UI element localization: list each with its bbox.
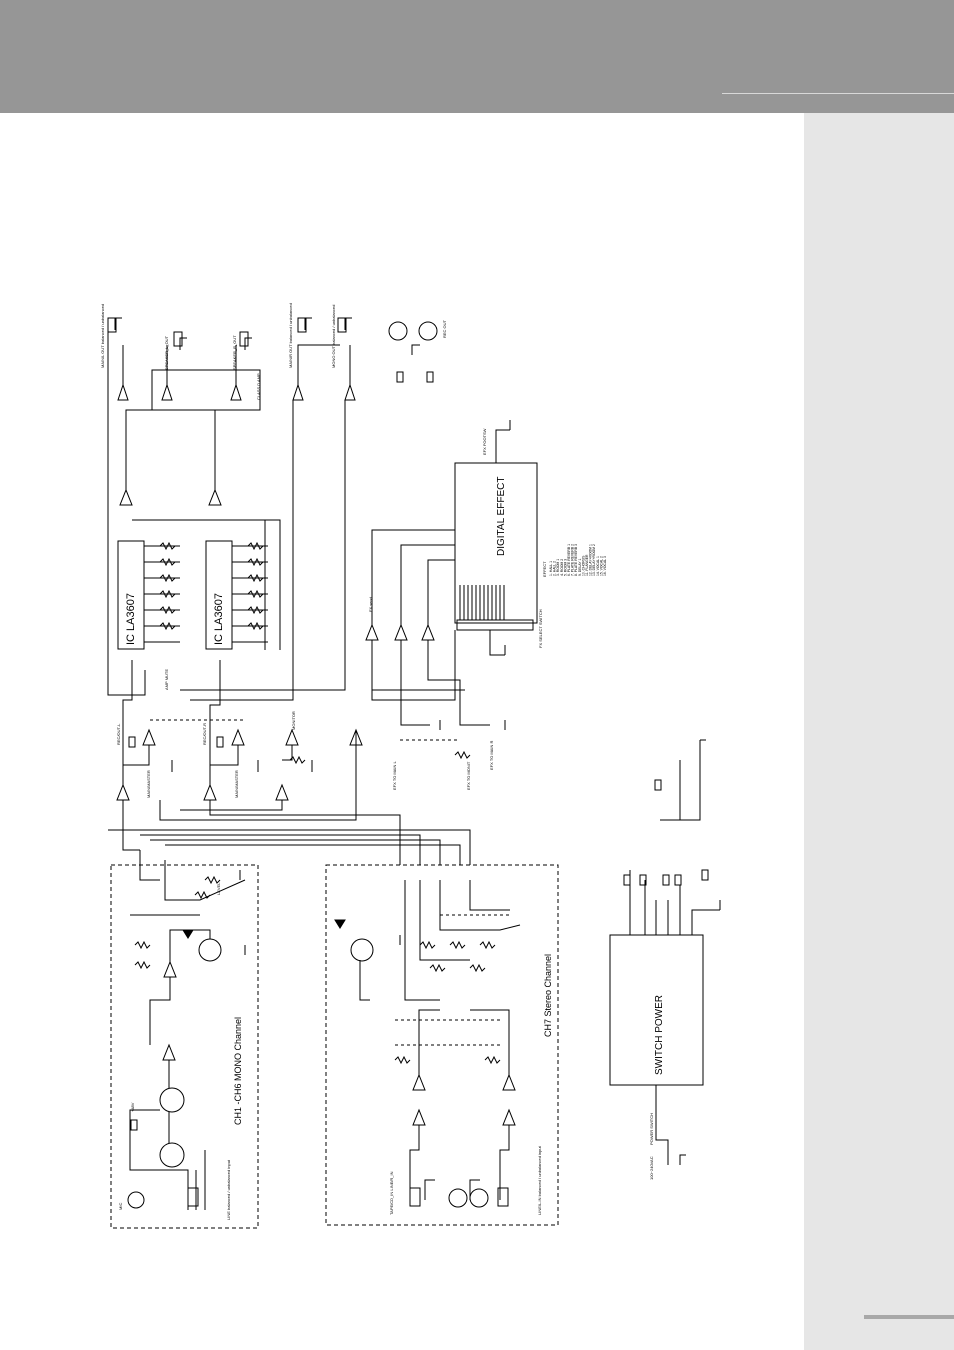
efx-main-r-label: EFX TO MAIN R bbox=[489, 740, 494, 770]
effect-list-item: 16. VOCAL 3 bbox=[603, 556, 607, 576]
mic-label: MIC bbox=[118, 1203, 123, 1210]
fx-select-label: FX SELECT SWITCH bbox=[538, 609, 543, 648]
led-diodes bbox=[182, 919, 346, 939]
page-marker bbox=[864, 1315, 954, 1319]
jack-connectors bbox=[107, 317, 709, 1207]
effect-list-item: 4. ROOM 2 bbox=[560, 559, 564, 576]
rec-out-label: REC OUT bbox=[442, 319, 447, 338]
ac-in-label: 100~240VAC bbox=[649, 1156, 654, 1180]
main-master-label: MAIN/MASTER bbox=[146, 770, 151, 798]
mono-out-label: MONO OUT balanced / unbalanced bbox=[331, 305, 336, 368]
effect-list-item: 10. CHORUS bbox=[581, 555, 585, 576]
effect-list-item: 14. VOCAL 1 bbox=[596, 556, 600, 576]
effect-header-label: EFFECT bbox=[542, 561, 547, 577]
effect-list-item: 12. DELAY+ROOM 1 bbox=[589, 544, 593, 576]
side-panel bbox=[804, 113, 954, 1350]
class-d-amp-block bbox=[151, 369, 261, 411]
main-l-out-label: MAIN/L OUT balanced / unbalanced bbox=[100, 304, 105, 368]
efx-monit-label: EFX TO MONIT bbox=[466, 761, 471, 790]
fx-select-switch-block bbox=[456, 619, 534, 631]
main-master-label-2: MAIN/MASTER bbox=[234, 770, 239, 798]
effect-list-item: 7. PLATE REVERB 2 bbox=[571, 544, 575, 576]
power-switch-label: POWER SWITCH bbox=[649, 1113, 654, 1145]
dashed-links bbox=[150, 719, 510, 1046]
header-band bbox=[0, 0, 954, 113]
effect-list-item: 8. PLATE REVERB 3 bbox=[574, 544, 578, 576]
rec-out-l-label: REC/OUT-L bbox=[116, 723, 121, 745]
ic-right-label: IC LA3607 bbox=[213, 593, 225, 645]
ic-left-block bbox=[117, 540, 145, 650]
fx-send-label: FX send bbox=[368, 597, 373, 612]
effect-list-item: 2. HALL 2 bbox=[553, 561, 557, 576]
speaker-l-out-label: SPEAKER_L_OUT bbox=[164, 335, 169, 370]
header-rule bbox=[722, 93, 954, 94]
fx-switch-pins bbox=[459, 585, 505, 620]
stereo-line-label: LINE/L-IN balanced / unbalanced input bbox=[537, 1145, 542, 1215]
resistors bbox=[134, 541, 501, 1065]
effect-list-item: 9. DELAY 1 bbox=[578, 558, 582, 576]
effect-list-item: 13. DELAY+ROOM 2 bbox=[592, 544, 596, 576]
ic-right-block bbox=[205, 540, 233, 650]
effect-list-item: 15. VOCAL 2 bbox=[599, 556, 603, 576]
line-input-label: LINE balanced / unbalanced input bbox=[226, 1159, 231, 1220]
amp-mute-label: AMP MUTE bbox=[164, 669, 169, 690]
main-r-out-label: MAIN/R OUT balanced / unbalanced bbox=[288, 303, 293, 368]
efx-main-l-label: EFX TO MAIN L bbox=[392, 760, 397, 790]
rec-out-r-label: REC/OUT-R bbox=[202, 723, 207, 745]
ground-symbols bbox=[114, 317, 721, 1165]
effect-list-item: 6. PLATE REVERB 1 bbox=[567, 544, 571, 576]
class-d-label: CLASS D AMP bbox=[256, 373, 261, 400]
stereo-channel-box bbox=[325, 864, 559, 1226]
level-label: LEVEL bbox=[216, 882, 221, 895]
ic-left-label: IC LA3607 bbox=[125, 593, 137, 645]
tape-label: TAPE/CD_IN LINE/R_IN bbox=[389, 1171, 394, 1215]
effect-list-item: 1. HALL 1 bbox=[549, 561, 553, 576]
efx-foot-label: EFX FOOTSW bbox=[482, 428, 487, 455]
mono-channel-box bbox=[110, 864, 259, 1229]
transistors bbox=[127, 321, 489, 1209]
digital-effect-label: DIGITAL EFFECT bbox=[496, 477, 507, 556]
speaker-r-out-label: SPEAKER_R_OUT bbox=[232, 335, 237, 370]
wiring bbox=[107, 330, 720, 1210]
stereo-channel-label: CH7 Stereo Channel bbox=[543, 954, 553, 1037]
phantom-label: +48V bbox=[130, 1102, 135, 1112]
mono-channel-label: CH1 -CH6 MONO Channel bbox=[233, 1017, 243, 1125]
effect-list-item: 11. FLANGER bbox=[585, 554, 589, 576]
effect-list-item: 3. ROOM 1 bbox=[556, 559, 560, 576]
monitor-label: MONITOR bbox=[291, 711, 296, 730]
effect-list-item: 5. ROOM 3 bbox=[563, 559, 567, 576]
switch-power-label: SWITCH POWER bbox=[654, 995, 665, 1075]
